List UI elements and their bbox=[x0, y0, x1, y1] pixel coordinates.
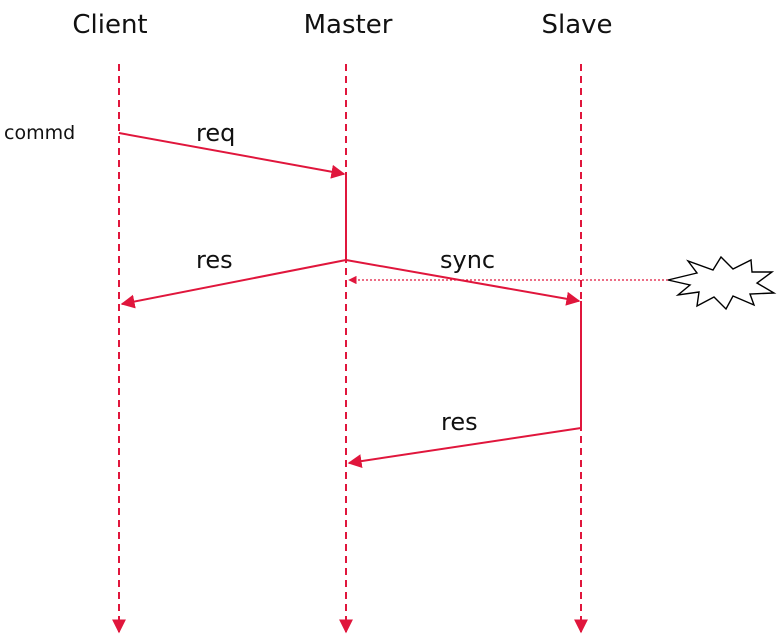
participant-client-label: Client bbox=[72, 10, 147, 40]
participant-master-label: Master bbox=[304, 10, 393, 40]
message-res-to-client-arrow bbox=[120, 259, 347, 309]
message-res-to-master-arrow bbox=[347, 427, 582, 469]
message-sync-label: sync bbox=[440, 246, 495, 274]
participant-slave-label: Slave bbox=[541, 10, 612, 40]
message-res-to-master-label: res bbox=[441, 408, 478, 436]
message-req-arrow bbox=[118, 132, 346, 179]
message-req-label: req bbox=[196, 119, 235, 147]
message-res-to-client-label: res bbox=[196, 246, 233, 274]
commd-label: commd bbox=[4, 122, 75, 144]
explosion-burst-icon bbox=[667, 255, 777, 311]
